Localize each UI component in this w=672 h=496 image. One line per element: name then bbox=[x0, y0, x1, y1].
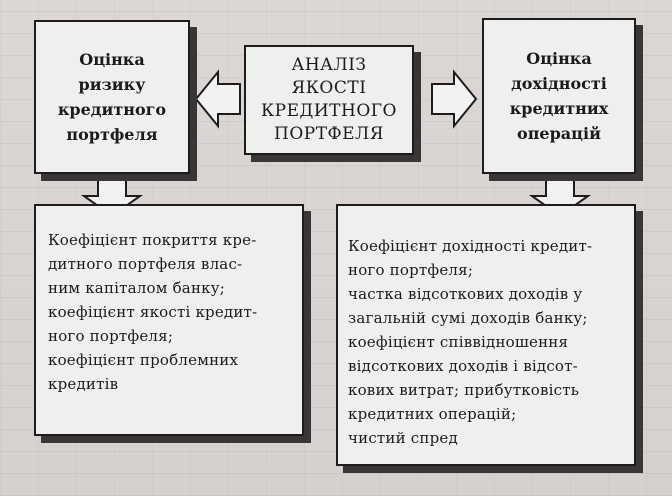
risk-indicators-text: Коефіцієнт покриття кре- дитного портфел… bbox=[48, 231, 258, 393]
risk-assessment-box: Оцінка ризику кредитного портфеля bbox=[34, 20, 190, 174]
analysis-box: АНАЛІЗ ЯКОСТІ КРЕДИТНОГО ПОРТФЕЛЯ bbox=[244, 45, 414, 155]
profitability-indicators-box: Коефіцієнт дохідності кредит- ного портф… bbox=[336, 204, 636, 466]
profitability-indicators-text: Коефіцієнт дохідності кредит- ного портф… bbox=[348, 237, 593, 447]
risk-indicators-box: Коефіцієнт покриття кре- дитного портфел… bbox=[34, 204, 304, 436]
risk-assessment-title: Оцінка ризику кредитного портфеля bbox=[57, 50, 167, 144]
arrow-right-icon bbox=[431, 69, 478, 129]
profitability-assessment-box: Оцінка дохідності кредитних операцій bbox=[482, 18, 636, 174]
profitability-assessment-title: Оцінка дохідності кредитних операцій bbox=[509, 49, 609, 143]
arrow-left-icon bbox=[194, 69, 241, 129]
analysis-title: АНАЛІЗ ЯКОСТІ КРЕДИТНОГО ПОРТФЕЛЯ bbox=[261, 55, 397, 144]
